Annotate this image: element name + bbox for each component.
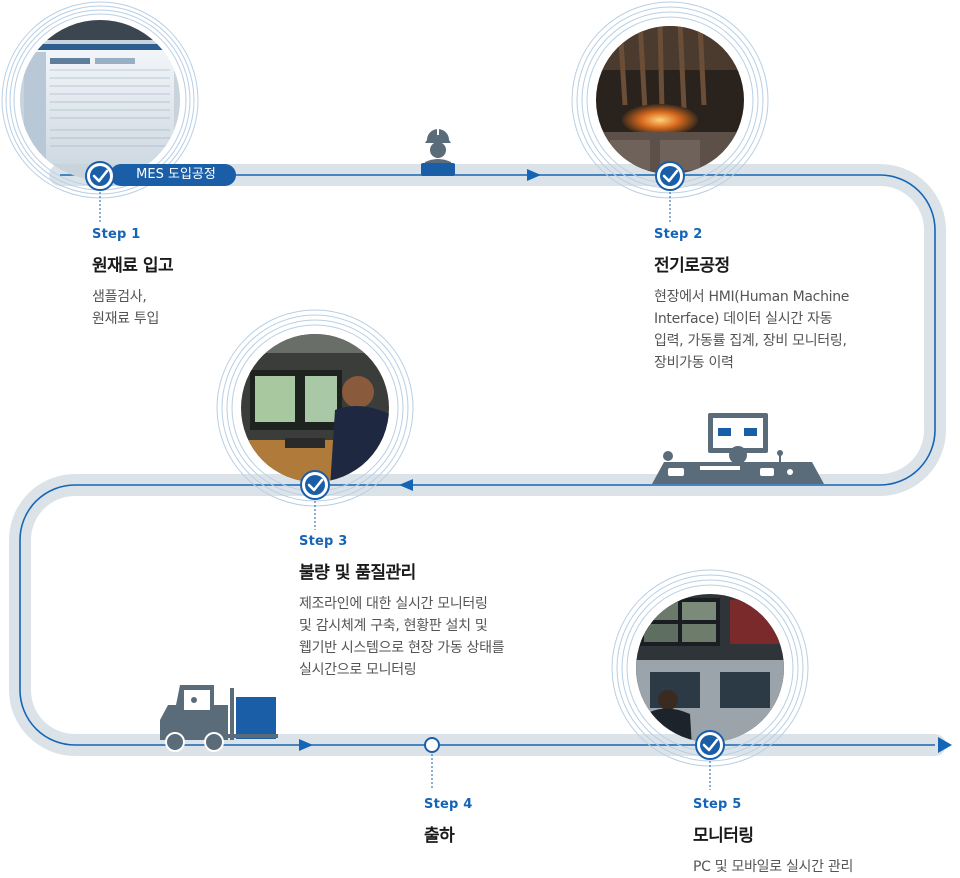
arrow-icon xyxy=(299,739,313,751)
desc-line: 입력, 가동률 집계, 장비 모니터링, xyxy=(654,333,847,349)
desc-line: 장비가동 이력 xyxy=(654,355,734,371)
step-title: 모니터링 xyxy=(693,826,754,846)
step-desc: PC 및 모바일로 실시간 관리 xyxy=(693,856,853,878)
step-title: 원재료 입고 xyxy=(92,256,174,276)
mes-badge-label: MES 도입공정 xyxy=(136,167,216,182)
step1-block: Step 1 원재료 입고 샘플검사, 원재료 투입 xyxy=(92,227,174,330)
arrow-icon xyxy=(527,169,541,181)
check-icon xyxy=(655,161,685,191)
desc-line: 샘플검사, xyxy=(92,289,147,305)
step5-block: Step 5 모니터링 PC 및 모바일로 실시간 관리 xyxy=(693,797,853,878)
arrow-icon xyxy=(938,737,952,753)
step-title: 전기로공정 xyxy=(654,256,730,276)
check-icon xyxy=(695,730,725,760)
step-desc: 현장에서 HMI(Human Machine Interface) 데이터 실시… xyxy=(654,286,849,374)
forklift-icon xyxy=(160,685,278,752)
desc-line: 웹기반 시스템으로 현장 가동 상태를 xyxy=(299,640,505,656)
step-title: 불량 및 품질관리 xyxy=(299,563,416,583)
step4-marker xyxy=(424,737,440,753)
worker-icon xyxy=(421,129,455,176)
step-number: Step 3 xyxy=(299,534,348,549)
desc-line: 실시간으로 모니터링 xyxy=(299,662,417,678)
desc-line: PC 및 모바일로 실시간 관리 xyxy=(693,859,854,875)
desc-line: 및 감시체계 구축, 현황판 설치 및 xyxy=(299,618,488,634)
step-number: Step 5 xyxy=(693,797,742,812)
check-icon xyxy=(300,470,330,500)
step3-block: Step 3 불량 및 품질관리 제조라인에 대한 실시간 모니터링 및 감시체… xyxy=(299,534,505,681)
step4-block: Step 4 출하 xyxy=(424,797,472,856)
step-number: Step 4 xyxy=(424,797,473,812)
step-number: Step 1 xyxy=(92,227,141,242)
desc-line: Interface) 데이터 실시간 자동 xyxy=(654,311,833,327)
arrow-icon xyxy=(399,479,413,491)
desc-line: 현장에서 HMI(Human Machine xyxy=(654,289,850,305)
check-icon xyxy=(85,161,115,191)
desc-line: 제조라인에 대한 실시간 모니터링 xyxy=(299,596,488,612)
step-desc: 제조라인에 대한 실시간 모니터링 및 감시체계 구축, 현황판 설치 및 웹기… xyxy=(299,593,505,681)
step-desc: 샘플검사, 원재료 투입 xyxy=(92,286,173,330)
flow-line xyxy=(19,174,936,746)
step-title: 출하 xyxy=(424,826,455,846)
mes-badge xyxy=(110,164,236,186)
step2-block: Step 2 전기로공정 현장에서 HMI(Human Machine Inte… xyxy=(654,227,849,374)
step-number: Step 2 xyxy=(654,227,703,242)
desc-line: 원재료 투입 xyxy=(92,311,160,327)
control-desk-icon xyxy=(652,413,824,484)
